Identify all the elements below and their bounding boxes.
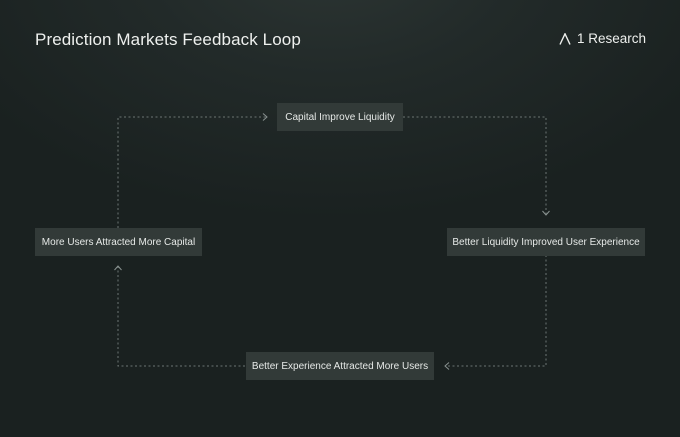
connector-right-to-bottom bbox=[445, 255, 547, 367]
node-better-experience: Better Experience Attracted More Users bbox=[246, 352, 434, 380]
node-capital-improve-liquidity: Capital Improve Liquidity bbox=[277, 103, 403, 131]
connector-left-to-top bbox=[117, 116, 268, 228]
brand-mark-icon bbox=[559, 32, 571, 45]
brand-logo: 1 Research bbox=[559, 31, 646, 46]
arrow-down-icon bbox=[542, 210, 550, 216]
node-better-liquidity: Better Liquidity Improved User Experienc… bbox=[447, 228, 645, 256]
connector-top-to-right bbox=[403, 116, 547, 215]
arrow-right-icon bbox=[262, 113, 268, 121]
page-title: Prediction Markets Feedback Loop bbox=[35, 30, 301, 49]
brand-name: 1 Research bbox=[576, 31, 646, 46]
node-more-users: More Users Attracted More Capital bbox=[35, 228, 202, 256]
arrow-up-icon bbox=[114, 265, 122, 271]
connector-bottom-to-left bbox=[117, 266, 245, 367]
arrow-left-icon bbox=[444, 362, 450, 370]
